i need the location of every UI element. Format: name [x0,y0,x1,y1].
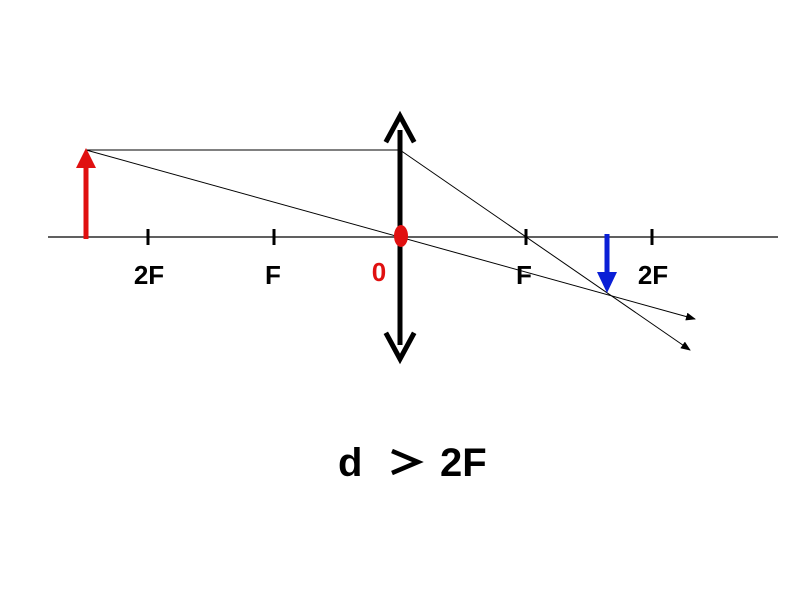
object-arrowhead-icon [76,148,96,168]
condition-value: 2F [440,441,487,485]
object-arrow [76,148,96,239]
greater-than-symbol-icon [391,448,424,476]
label-right-f: F [516,260,532,290]
lens-top-arrow-icon [383,110,417,144]
image-arrow [597,234,617,293]
distance-condition: d 2F [338,441,487,485]
label-left-f: F [265,260,281,290]
condition-variable: d [338,441,362,485]
label-right-2f: 2F [638,260,668,290]
lens-optical-center [394,225,408,247]
label-left-2f: 2F [134,260,164,290]
ray-refracted-through-focus [399,149,691,351]
lens-bottom-arrow-icon [383,331,417,365]
label-optical-center: 0 [372,257,386,287]
image-arrowhead-icon [597,272,617,293]
ray-through-center [85,149,696,321]
